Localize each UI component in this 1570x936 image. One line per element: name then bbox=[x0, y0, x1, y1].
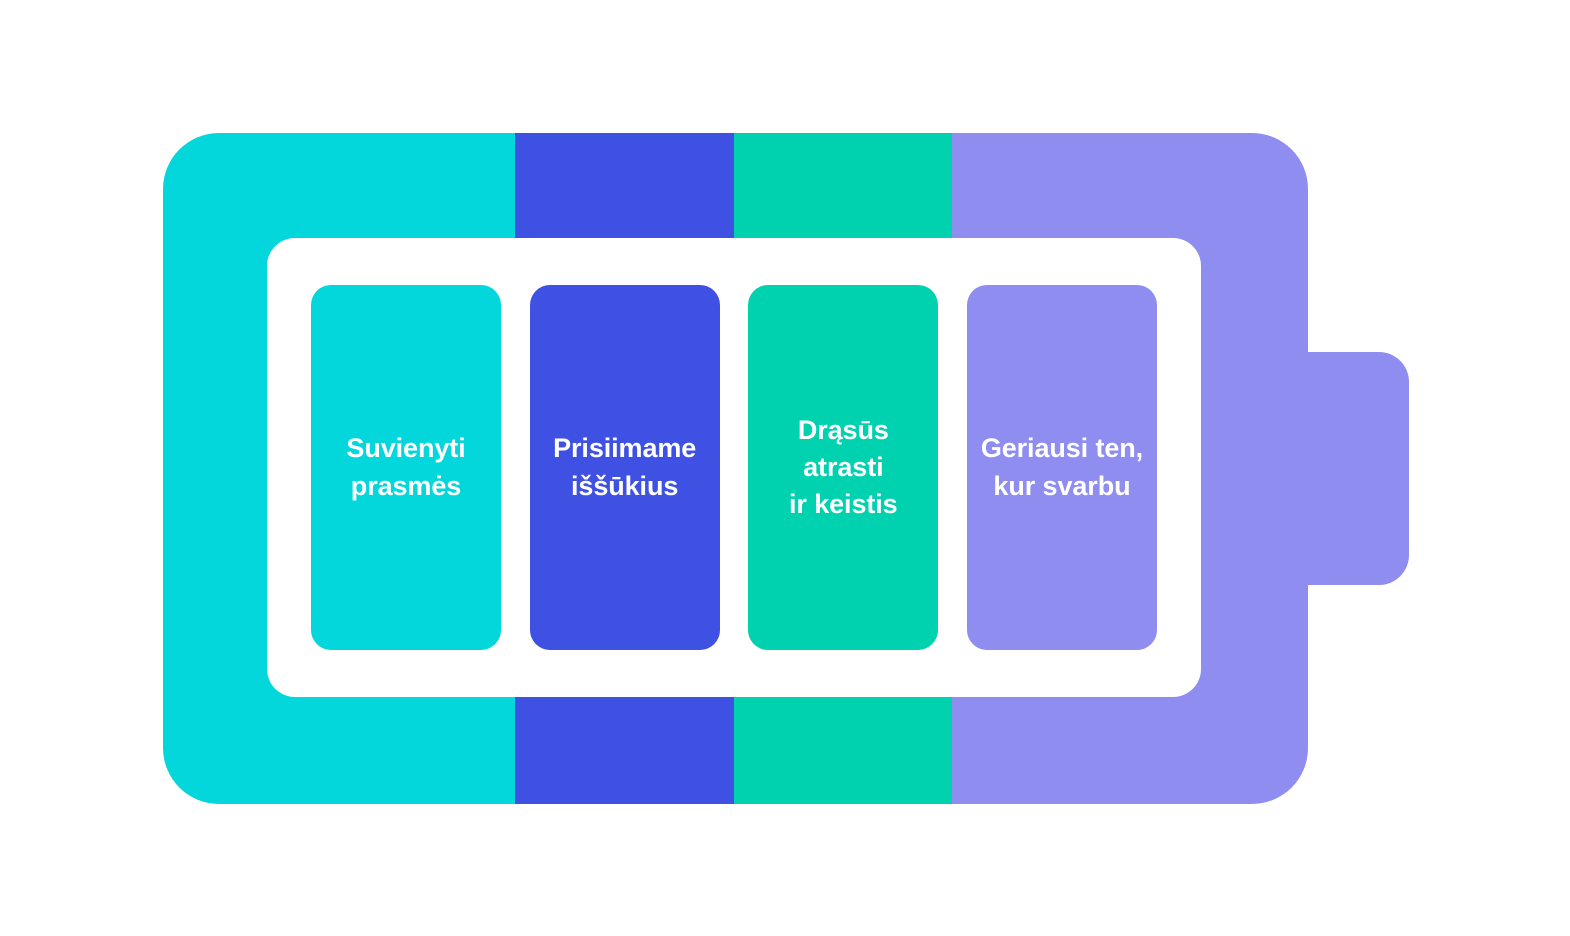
battery-cell-4[interactable]: Geriausi ten, kur svarbu bbox=[966, 285, 1157, 650]
battery-graphic: Suvienyti prasmės Prisiimame iššūkius Dr… bbox=[163, 133, 1409, 804]
battery-cell-2[interactable]: Prisiimame iššūkius bbox=[529, 285, 720, 650]
battery-terminal-icon bbox=[1307, 352, 1409, 585]
battery-cell-3[interactable]: Drąsūs atrasti ir keistis bbox=[748, 285, 939, 650]
battery-cell-1-label: Suvienyti prasmės bbox=[346, 433, 466, 501]
battery-cell-1[interactable]: Suvienyti prasmės bbox=[311, 285, 501, 650]
battery-inner-frame: Suvienyti prasmės Prisiimame iššūkius Dr… bbox=[267, 238, 1201, 697]
battery-cell-4-label: Geriausi ten, kur svarbu bbox=[980, 433, 1144, 501]
battery-cell-2-label: Prisiimame iššūkius bbox=[553, 433, 697, 501]
battery-cell-3-label: Drąsūs atrasti ir keistis bbox=[789, 414, 898, 520]
